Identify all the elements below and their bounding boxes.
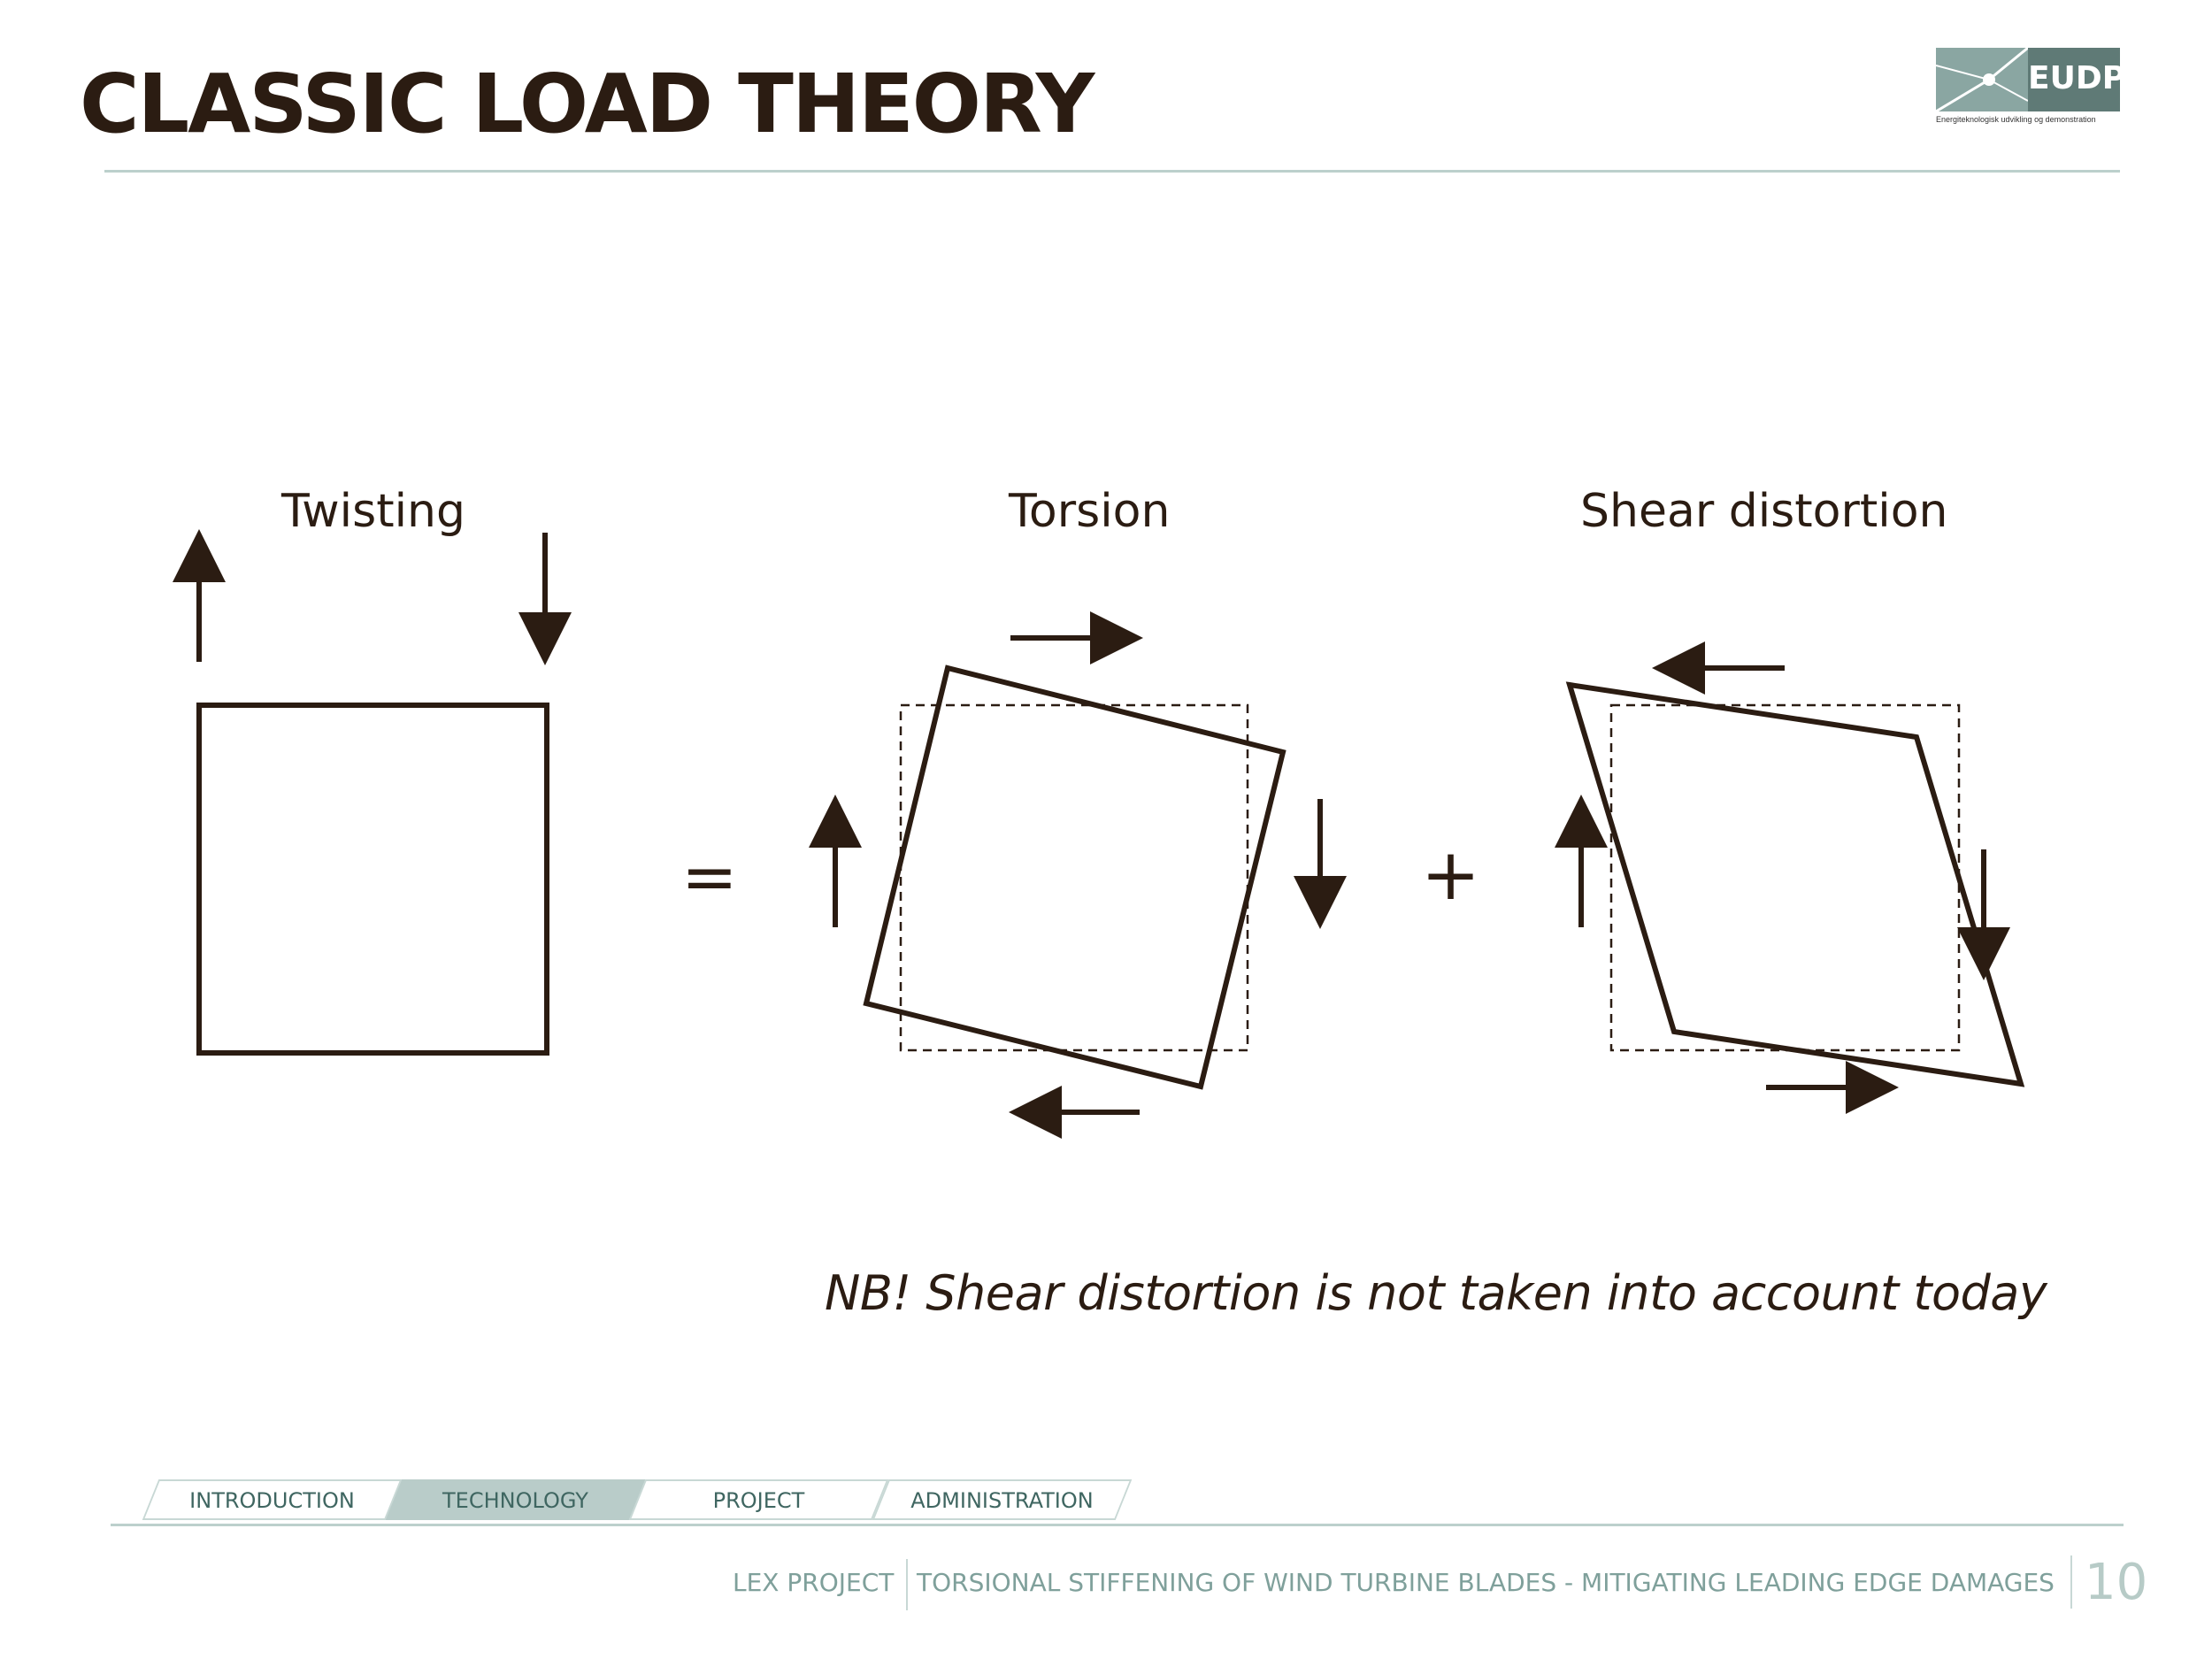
torsion-rotated-square xyxy=(863,664,1286,1090)
tabs-divider xyxy=(111,1524,2124,1526)
tab-technology[interactable]: TECHNOLOGY xyxy=(442,1488,588,1513)
section-tabs: INTRODUCTION TECHNOLOGY PROJECT ADMINIST… xyxy=(142,1479,1133,1524)
shear-parallelogram xyxy=(1565,681,2025,1087)
twisting-square xyxy=(196,703,549,1056)
label-torsion: Torsion xyxy=(1009,485,1171,538)
torsion-reference-square xyxy=(899,703,1249,1052)
page-title: CLASSIC LOAD THEORY xyxy=(80,57,1094,151)
equals-sign: = xyxy=(681,837,738,916)
label-twisting: Twisting xyxy=(281,485,466,538)
logo-wordmark: EUDP xyxy=(2028,60,2126,96)
footer-subtitle: TORSIONAL STIFFENING OF WIND TURBINE BLA… xyxy=(917,1568,2055,1597)
tab-project[interactable]: PROJECT xyxy=(712,1488,805,1513)
eudp-logo: EUDP Energiteknologisk udvikling og demo… xyxy=(1936,48,2126,127)
label-shear-distortion: Shear distortion xyxy=(1580,485,1948,538)
star-icon xyxy=(1936,48,2028,111)
tab-introduction[interactable]: INTRODUCTION xyxy=(189,1488,355,1513)
title-divider xyxy=(104,170,2120,173)
footer-project: LEX PROJECT xyxy=(733,1568,895,1597)
page-number-separator xyxy=(2070,1555,2072,1609)
plus-sign: + xyxy=(1421,833,1481,916)
page-number: 10 xyxy=(2085,1554,2148,1611)
tab-administration[interactable]: ADMINISTRATION xyxy=(910,1488,1094,1513)
footer-separator xyxy=(906,1559,908,1610)
shear-note: NB! Shear distortion is not taken into a… xyxy=(825,1265,2047,1321)
logo-tagline: Energiteknologisk udvikling og demonstra… xyxy=(1936,115,2096,124)
